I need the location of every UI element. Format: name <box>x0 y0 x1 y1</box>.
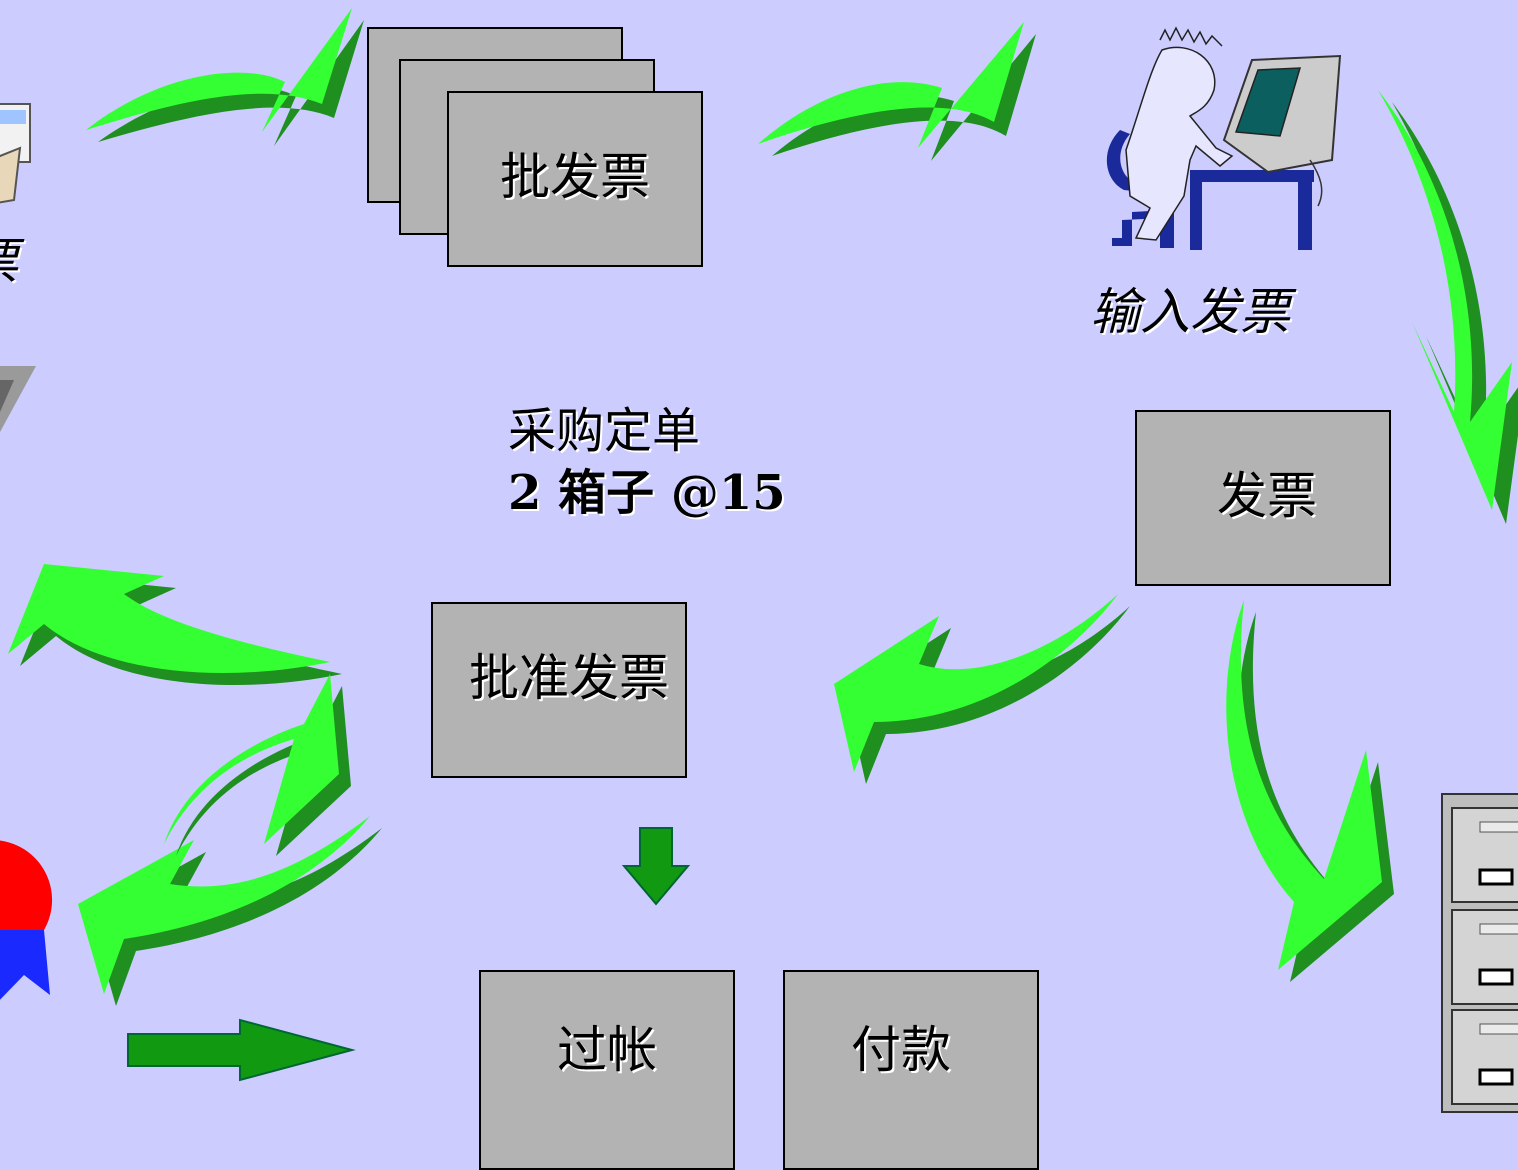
flow-arrow-invoice-to-approve <box>834 594 1130 784</box>
batch-invoices-box: 批发票 <box>447 91 703 267</box>
enter-invoices-caption: 输入发票 <box>1090 283 1290 341</box>
flow-arrow-approve-to-left-top <box>8 564 342 686</box>
purchase-order-quantity: 2 箱子 @15 <box>508 465 786 521</box>
triangle-icon <box>0 366 36 432</box>
purchase-order-text: 采购定单 2 箱子 @15 <box>508 400 786 524</box>
down-arrow <box>621 827 691 906</box>
envelope-icon <box>0 103 31 204</box>
approve-invoices-label: 批准发票 <box>469 649 669 707</box>
batch-invoices-label: 批发票 <box>500 148 650 206</box>
purchase-order-title: 采购定单 <box>508 403 701 459</box>
invoice-box: 发票 <box>1135 410 1391 586</box>
posting-label: 过帐 <box>557 1021 657 1079</box>
left-partial-caption: 票 <box>0 222 18 294</box>
approve-invoices-box: 批准发票 <box>431 602 687 778</box>
payment-box: 付款 <box>783 970 1039 1170</box>
payment-label: 付款 <box>851 1021 951 1079</box>
right-arrow <box>127 1018 356 1082</box>
flow-arrow-entry-to-right <box>1378 90 1518 524</box>
diagram-canvas <box>0 8 1518 1113</box>
flow-arrow-batch-to-entry <box>758 22 1036 161</box>
flow-arrow-left-to-approve <box>164 674 351 856</box>
person-computer-icon <box>1106 26 1342 250</box>
flow-arrow-approve-to-left-bottom <box>78 816 382 1006</box>
file-cabinet-icon <box>1441 793 1518 1113</box>
invoice-label: 发票 <box>1217 467 1317 525</box>
pie-chart-icon <box>0 840 53 1000</box>
flow-arrow-envelope-to-batch <box>86 8 364 146</box>
flow-arrow-invoice-to-cabinet <box>1226 600 1394 982</box>
posting-box: 过帐 <box>479 970 735 1170</box>
